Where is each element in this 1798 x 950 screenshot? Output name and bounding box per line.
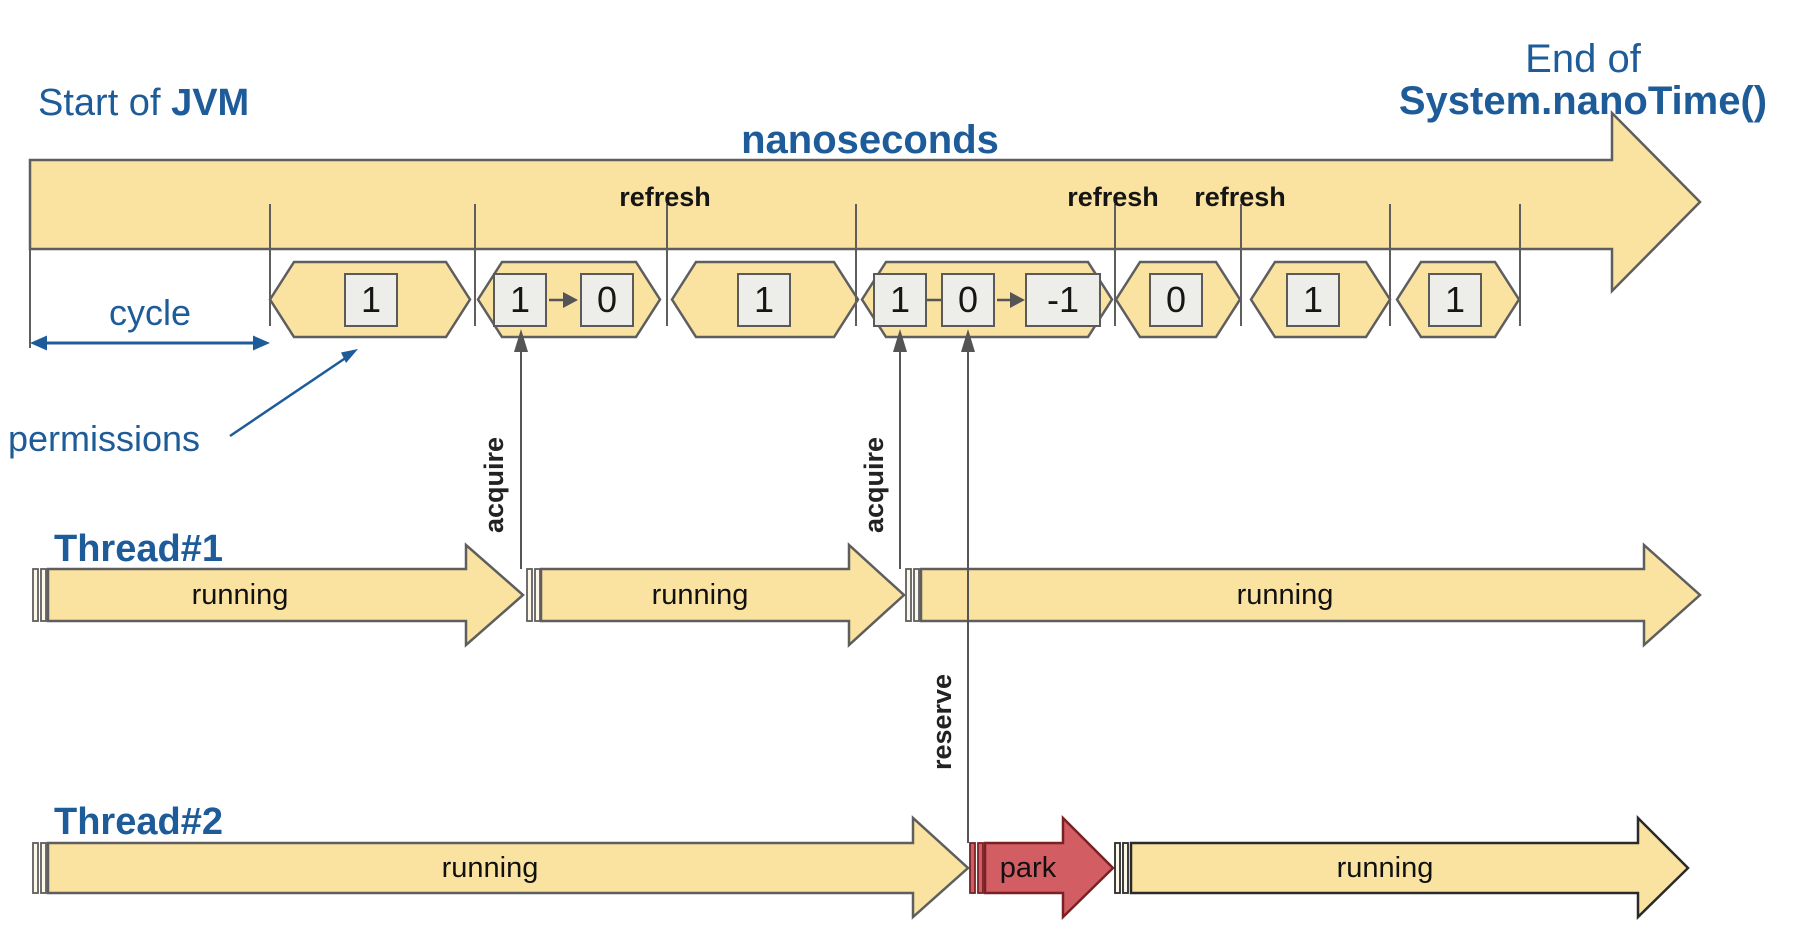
cycle-ticks	[29, 204, 1521, 348]
segment-break-bars	[534, 568, 541, 622]
acquire-arrow	[514, 329, 528, 569]
segment-break-bars	[526, 568, 533, 622]
park-break-bars	[977, 842, 984, 894]
permission-value-box: 1	[344, 273, 398, 327]
start-of-label-regular: Start of	[38, 82, 161, 124]
start-of-jvm-label: Start of JVM	[38, 82, 250, 124]
permission-value-box: 1	[873, 273, 927, 327]
thread2-label: Thread#2	[54, 801, 223, 843]
park-break-bars	[969, 842, 976, 894]
reserve-arrow	[961, 329, 975, 843]
thread1-track	[32, 542, 1702, 648]
thread2-running-arrow-2	[1129, 814, 1690, 920]
permission-value-box: 1	[1428, 273, 1482, 327]
nanoseconds-axis-label: nanoseconds	[741, 118, 999, 162]
permission-value-box: 0	[1149, 273, 1203, 327]
permission-value-box: -1	[1025, 273, 1101, 327]
thread2-running-arrow-1	[46, 815, 970, 920]
end-of-nanotime-label: End of System.nanoTime()	[1399, 38, 1767, 122]
cycle-label: cycle	[108, 292, 192, 334]
segment-break-bars	[913, 568, 920, 622]
value-transition-arrow-icon	[549, 292, 578, 308]
acquire-arrow	[893, 329, 907, 569]
running-segment-label: running	[1236, 578, 1334, 611]
segment-break-bars	[1122, 842, 1129, 894]
thread2-track	[32, 814, 1690, 920]
cycle-range-arrow	[30, 335, 270, 351]
refresh-label: refresh	[1194, 181, 1286, 212]
segment-start-bars	[40, 568, 47, 622]
park-segment-label: park	[999, 851, 1057, 884]
segment-start-bars	[40, 842, 47, 894]
running-segment-label: running	[1336, 851, 1434, 884]
thread1-running-arrow-3	[919, 542, 1702, 648]
refresh-label: refresh	[1067, 181, 1159, 212]
running-segment-label: running	[651, 578, 749, 611]
permissions-label: permissions	[8, 418, 201, 459]
event-lines	[514, 329, 975, 843]
permission-value-box: 0	[941, 273, 995, 327]
park-arrow	[983, 814, 1115, 920]
nanoseconds-timeline-arrow	[28, 109, 1702, 295]
permission-value-box: 1	[737, 273, 791, 327]
end-of-label-bold: System.nanoTime()	[1398, 79, 1768, 123]
thread1-running-arrow-1	[46, 542, 525, 648]
refresh-label: refresh	[619, 181, 711, 212]
acquire-label: acquire	[858, 436, 889, 534]
thread1-label: Thread#1	[54, 528, 223, 570]
running-segment-label: running	[191, 578, 289, 611]
end-of-label-regular: End of	[1525, 37, 1641, 81]
thread1-running-arrow-2	[539, 542, 906, 648]
reserve-label: reserve	[926, 673, 957, 771]
segment-start-bars	[32, 568, 39, 622]
start-of-label-bold: JVM	[171, 82, 250, 124]
permission-value-box: 1	[1286, 273, 1340, 327]
running-segment-label: running	[441, 851, 539, 884]
permission-value-box: 1	[493, 273, 547, 327]
acquire-label: acquire	[478, 436, 509, 534]
segment-break-bars	[905, 568, 912, 622]
segment-break-bars	[1114, 842, 1121, 894]
permissions-pointer-arrow	[229, 349, 358, 438]
value-transition-arrow-icon	[997, 292, 1025, 308]
segment-start-bars	[32, 842, 39, 894]
permission-value-box: 0	[580, 273, 634, 327]
